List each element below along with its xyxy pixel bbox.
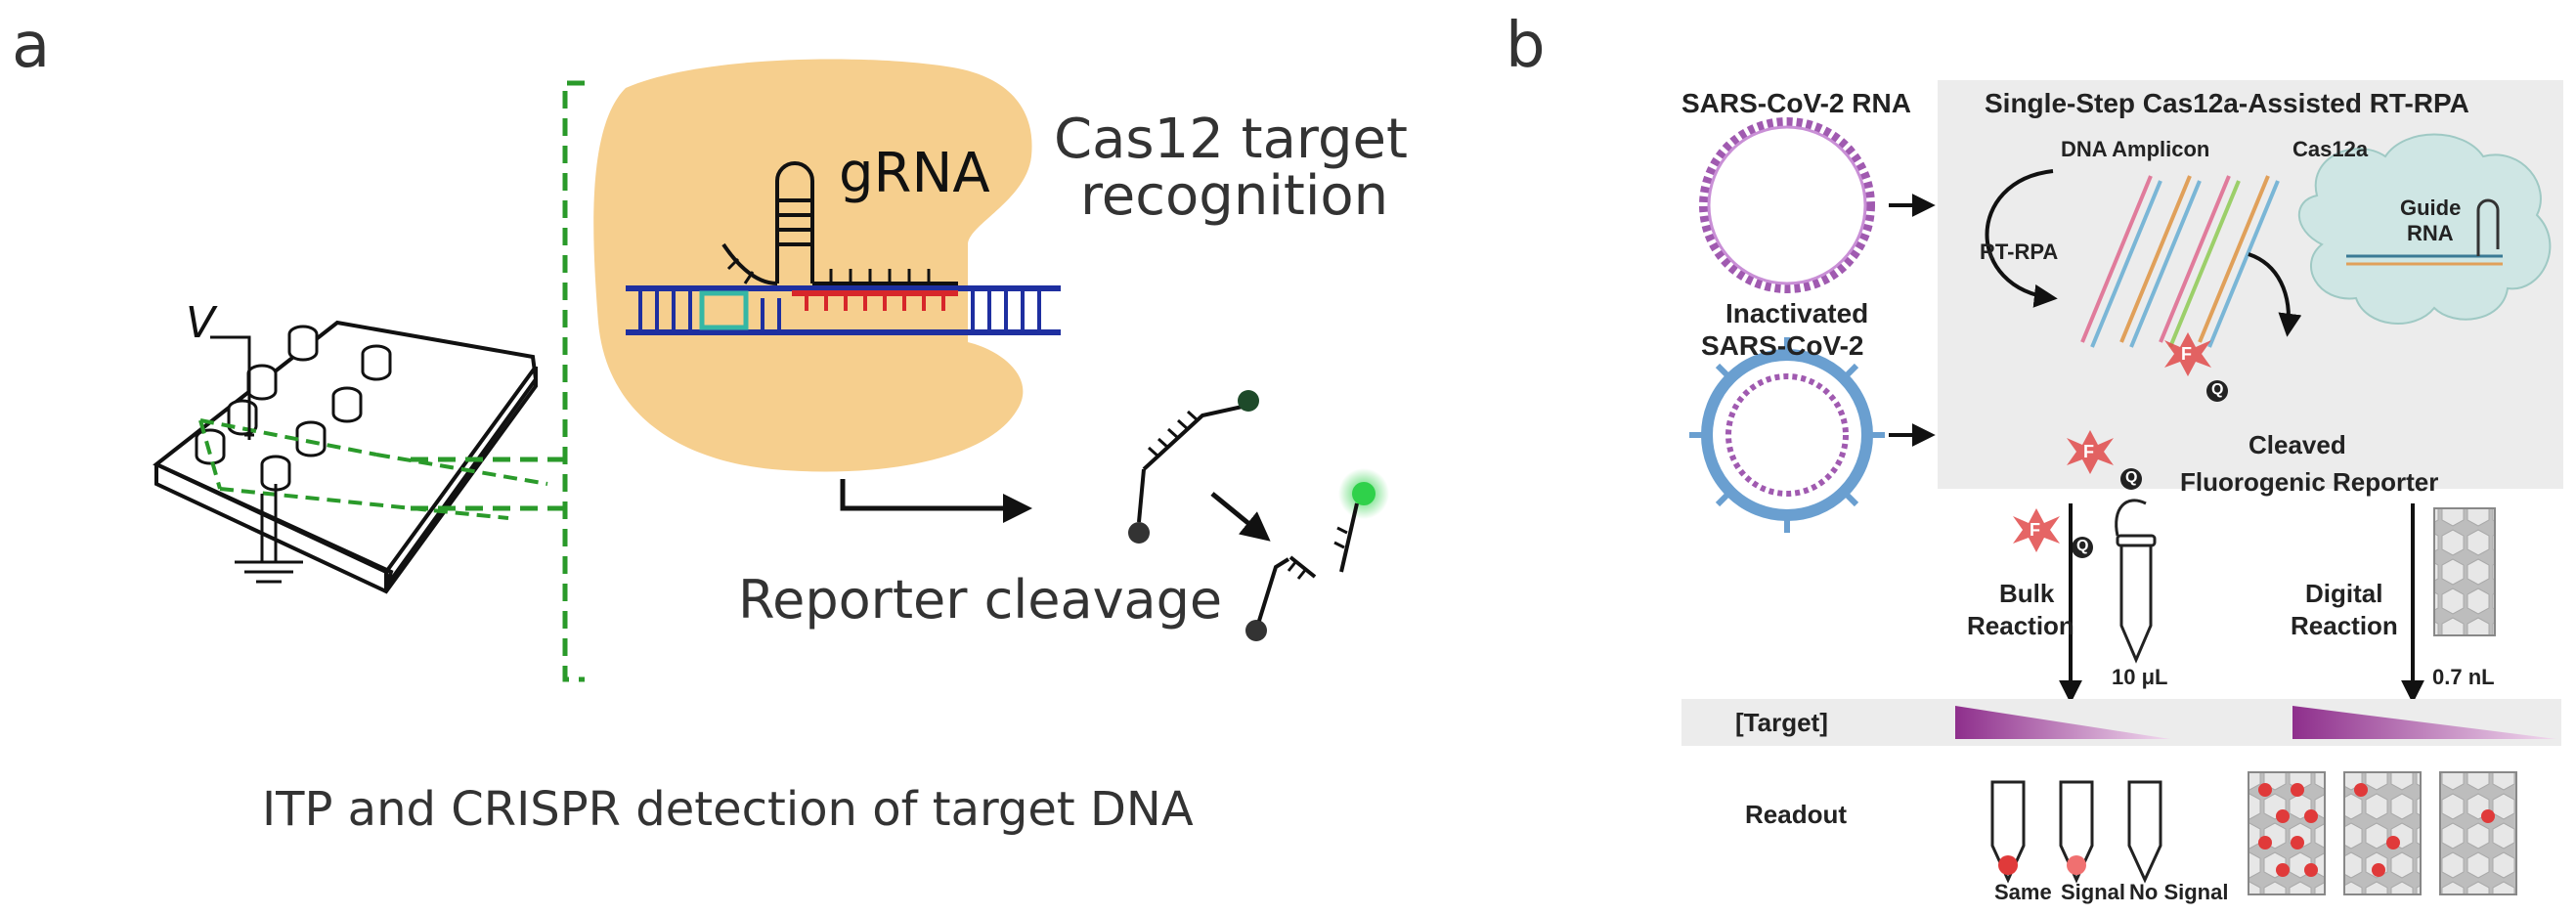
quencher-q-1: Q — [2211, 381, 2224, 398]
reporter-cleavage-label: Reporter cleavage — [738, 569, 1223, 631]
chip-wells — [195, 325, 392, 492]
guide-rna-strand — [2346, 198, 2503, 266]
cas12a-protein — [2297, 133, 2552, 325]
digital-label-1: Digital — [2305, 579, 2383, 608]
rtrpa-cycle — [1985, 169, 2058, 308]
reporter-arrow — [1210, 492, 1271, 542]
itp-chip — [153, 320, 539, 594]
panel-a-caption: ITP and CRISPR detection of target DNA — [262, 782, 1194, 837]
target-row-label: [Target] — [1735, 708, 1828, 737]
cleaved-label-1: Cleaved — [2249, 430, 2346, 459]
digital-chip — [2433, 507, 2496, 636]
no-signal-label: No Signal — [2129, 880, 2229, 904]
cleaved-label-2: Fluorogenic Reporter — [2180, 467, 2439, 497]
cleavage-arrow — [840, 479, 1032, 523]
digital-gradient — [2292, 706, 2556, 739]
grna-label: gRNA — [839, 142, 990, 205]
digital-volume: 0.7 nL — [2432, 665, 2495, 689]
cas12-target-label-1: Cas12 target — [1054, 108, 1408, 171]
bulk-volume: 10 μL — [2112, 665, 2168, 689]
chip-channels — [198, 418, 548, 520]
readout-chips — [2248, 771, 2517, 895]
guide-label-2: RNA — [2407, 221, 2454, 245]
quencher-q-2: Q — [2125, 469, 2138, 486]
quencher-q-3: Q — [2076, 538, 2089, 554]
target-dna — [626, 285, 1061, 335]
bulk-label-2: Reaction — [1967, 611, 2074, 640]
same-signal-1: Same — [1994, 880, 2052, 904]
assay-title: Single-Step Cas12a-Assisted RT-RPA — [1985, 88, 2469, 118]
cas12-target-label-2: recognition — [1080, 164, 1389, 228]
amplicon-label: DNA Amplicon — [2061, 137, 2210, 161]
reporter-cleaved — [1245, 468, 1389, 641]
readout-tubes — [1990, 780, 2162, 884]
cas12a-label: Cas12a — [2292, 137, 2369, 161]
electrode-wires — [210, 335, 303, 584]
readout-row-label: Readout — [1745, 800, 1847, 829]
fluor-f-2: F — [2083, 442, 2094, 461]
rna-label: SARS-CoV-2 RNA — [1681, 88, 1911, 118]
panel-a-letter: a — [12, 10, 51, 82]
zoom-bracket — [411, 80, 585, 682]
inactivated-label-1: Inactivated — [1725, 298, 1869, 328]
inactivated-virus — [1689, 337, 1885, 533]
rtrpa-label: RT-RPA — [1980, 240, 2059, 264]
dna-amplicons — [2080, 175, 2280, 348]
bulk-gradient — [1955, 706, 2170, 739]
cleaved-reporters — [2013, 332, 2228, 558]
fluor-f-1: F — [2181, 344, 2192, 364]
reporter-intact — [1128, 390, 1259, 544]
panel-b-letter: b — [1506, 10, 1546, 82]
grna-hairpin — [721, 161, 958, 285]
amplicon-arrow — [2248, 252, 2302, 337]
bulk-tube — [2115, 499, 2157, 664]
guide-label-1: Guide — [2400, 196, 2462, 220]
inactivated-label-2: SARS-CoV-2 — [1701, 330, 1864, 361]
fluor-f-3: F — [2030, 520, 2040, 540]
digital-label-2: Reaction — [2291, 611, 2398, 640]
voltage-label: V — [186, 298, 216, 348]
same-signal-2: Signal — [2061, 880, 2126, 904]
rna-genome — [1699, 117, 1875, 293]
bulk-label-1: Bulk — [1999, 579, 2055, 608]
